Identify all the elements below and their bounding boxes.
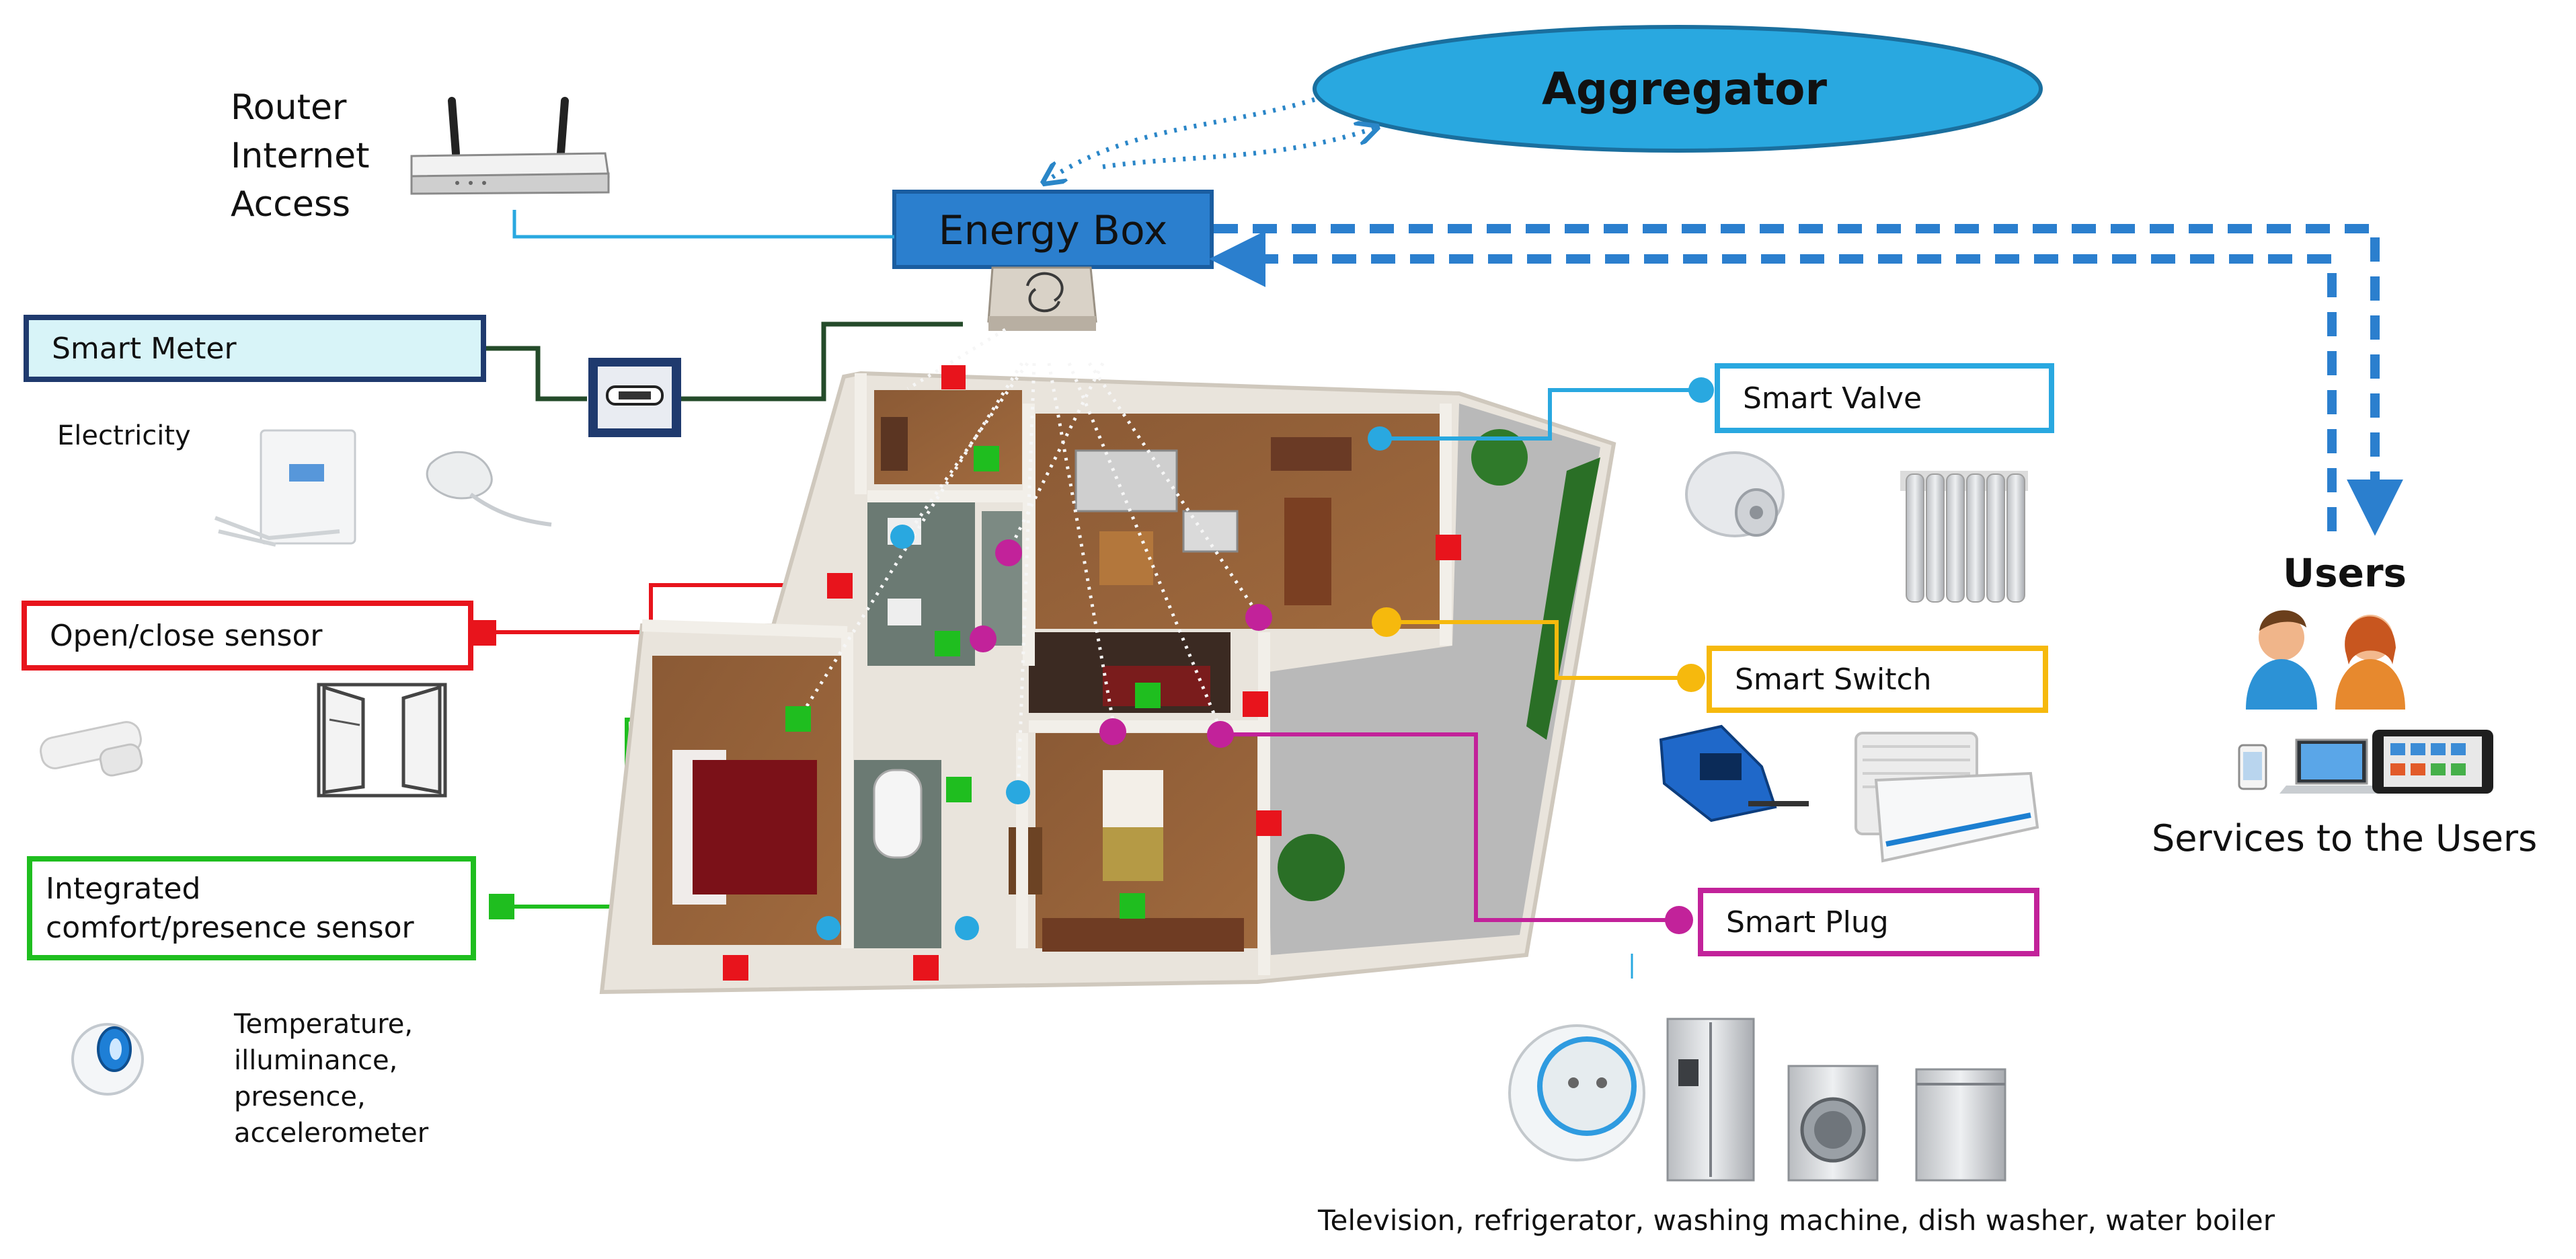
phone-icon: [2238, 744, 2267, 790]
comfort-sensor-icon: [71, 1023, 144, 1096]
valve-markers: [816, 426, 1392, 940]
open-close-sensor-box: Open/close sensor: [22, 601, 473, 671]
smart-plug-icon: [1508, 1024, 1645, 1161]
smart-plug-box: Smart Plug: [1698, 888, 2039, 956]
energy-box-device-icon: [987, 266, 1097, 331]
meter-link-right: [679, 321, 963, 402]
smart-plug-link: [1220, 732, 1679, 922]
open-close-markers: [723, 365, 1461, 981]
comfort-sensor-sub: Temperature, illuminance, presence, acce…: [234, 1009, 429, 1149]
tablet-icon: [2372, 730, 2493, 794]
comfort-sensor-markers: [785, 446, 1161, 919]
comfort-sensor-label: Integrated comfort/presence sensor: [46, 871, 414, 945]
aggregator-ellipse: [1313, 25, 2043, 153]
smart-switch-box: Smart Switch: [1707, 646, 2048, 713]
comfort-sensor-connector: [489, 894, 514, 919]
washing-machine-icon: [1787, 1065, 1879, 1182]
smart-switch-link: [1387, 620, 1691, 680]
open-close-link: [490, 583, 841, 634]
smart-switch-label: Smart Switch: [1735, 662, 1932, 697]
aggregator-link-down: [1046, 97, 1316, 182]
door-sensor-icon: [40, 721, 143, 777]
energy-box-label: Energy Box: [939, 207, 1168, 254]
appliances-caption: Television, refrigerator, washing machin…: [1318, 1204, 2275, 1237]
smart-switch-connector: [1677, 664, 1705, 692]
window-icon: [317, 683, 447, 798]
electricity-meter-icon: [214, 429, 356, 547]
users-services: Services to the Users: [2152, 817, 2538, 860]
users-icon: [2246, 610, 2405, 710]
router-link: [512, 210, 894, 239]
smart-meter-label: Smart Meter: [52, 331, 237, 366]
open-close-connector: [471, 620, 496, 646]
comfort-sensor-box: Integrated comfort/presence sensor: [27, 856, 476, 960]
open-close-sensor-label: Open/close sensor: [50, 618, 323, 653]
floor-plan: [599, 371, 1616, 995]
users-link-in: [1209, 231, 2337, 531]
smart-valve-box: Smart Valve: [1715, 363, 2054, 433]
energy-box: [892, 190, 1214, 269]
aggregator-label: Aggregator: [1542, 63, 1828, 115]
smart-meter-sub: Electricity: [57, 420, 191, 451]
clamp-sensor-icon: [426, 451, 552, 527]
air-conditioner-icon: [1855, 732, 2039, 863]
smart-plug-connector: [1665, 906, 1693, 934]
valve-head-icon: [1685, 451, 1785, 537]
smart-meter-device-icon: [588, 358, 681, 437]
radiator-icon: [1900, 471, 2028, 603]
router-icon: [410, 97, 610, 195]
smart-valve-link: [1380, 388, 1701, 441]
smart-valve-label: Smart Valve: [1743, 381, 1922, 416]
smart-plug-label: Smart Plug: [1726, 905, 1889, 940]
smart-meter-box: Smart Meter: [24, 315, 486, 382]
router-label: Router Internet Access: [231, 87, 370, 225]
relay-switch-icon: [1659, 724, 1809, 823]
aggregator-link-up: [1102, 128, 1375, 169]
smart-valve-connector: [1688, 377, 1714, 403]
laptop-icon: [2279, 738, 2384, 794]
users-title: Users: [2283, 550, 2407, 596]
refrigerator-icon: [1666, 1018, 1755, 1182]
dishwasher-icon: [1915, 1068, 2006, 1182]
meter-link-left: [484, 346, 587, 402]
